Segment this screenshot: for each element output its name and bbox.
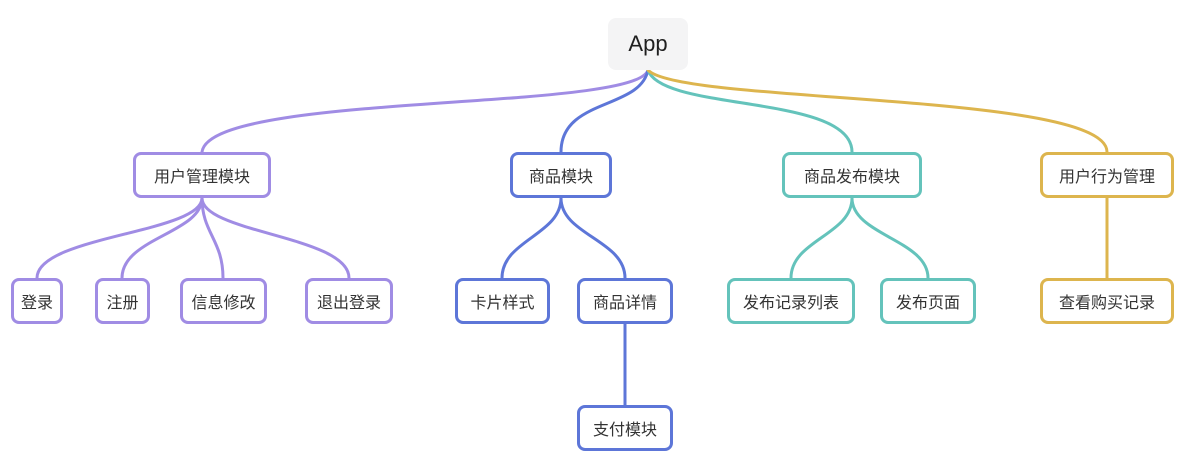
edge-app-product-publish (646, 68, 854, 154)
edge-product-card-style (500, 196, 563, 280)
edge-publish-record-list (789, 196, 854, 280)
node-product-detail[interactable]: 商品详情 (577, 278, 673, 324)
node-product-publish-module[interactable]: 商品发布模块 (782, 152, 922, 198)
node-logout[interactable]: 退出登录 (305, 278, 393, 324)
node-user-behavior-module[interactable]: 用户行为管理 (1040, 152, 1174, 198)
node-login[interactable]: 登录 (11, 278, 63, 324)
node-payment-module[interactable]: 支付模块 (577, 405, 673, 451)
edge-product-product-detail (559, 196, 627, 280)
node-publish-page[interactable]: 发布页面 (880, 278, 976, 324)
node-register[interactable]: 注册 (95, 278, 150, 324)
node-view-purchase-records[interactable]: 查看购买记录 (1040, 278, 1174, 324)
node-publish-record-list[interactable]: 发布记录列表 (727, 278, 855, 324)
edge-app-user-behavior (646, 68, 1109, 154)
node-app[interactable]: App (608, 18, 688, 70)
node-info-edit[interactable]: 信息修改 (180, 278, 267, 324)
edge-user-management-register (120, 196, 204, 280)
edge-app-user-management (200, 68, 650, 154)
node-product-module[interactable]: 商品模块 (510, 152, 612, 198)
node-user-management-module[interactable]: 用户管理模块 (133, 152, 271, 198)
edge-publish-page (850, 196, 930, 280)
edge-app-product (559, 68, 650, 154)
edge-user-management-logout (200, 196, 351, 280)
edge-user-management-info-edit (200, 196, 225, 280)
node-card-style[interactable]: 卡片样式 (455, 278, 550, 324)
edge-user-management-login (35, 196, 204, 280)
